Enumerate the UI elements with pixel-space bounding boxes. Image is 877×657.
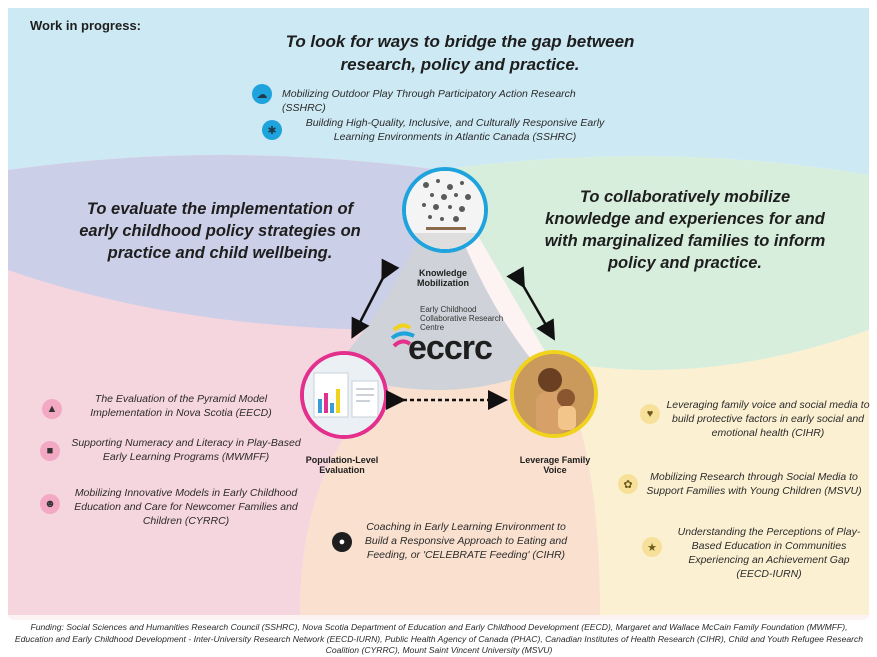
org-name: Early Childhood Collaborative Research C… bbox=[420, 305, 504, 332]
charts-desk-icon bbox=[304, 355, 384, 435]
population-evaluation-label: Population-Level Evaluation bbox=[305, 455, 379, 475]
arrow-knowledge-family bbox=[506, 266, 555, 341]
right-heading: To collaboratively mobilize knowledge an… bbox=[544, 188, 826, 272]
population-evaluation-image bbox=[300, 351, 388, 439]
top-region bbox=[8, 8, 869, 175]
top-item-1: Mobilizing Outdoor Play Through Particip… bbox=[282, 88, 576, 114]
apple-icon: ● bbox=[332, 532, 352, 552]
knowledge-mobilization-label: Knowledge Mobilization bbox=[417, 268, 469, 288]
eccrc-logo-mark bbox=[390, 323, 415, 348]
right-item-3: Understanding the Perceptions of Play-Ba… bbox=[677, 526, 861, 580]
left-heading: To evaluate the implementation of early … bbox=[79, 200, 361, 262]
top-heading: To look for ways to bridge the gap betwe… bbox=[285, 32, 635, 74]
arrow-knowledge-population bbox=[351, 258, 400, 339]
pyramid-icon: ▲ bbox=[42, 399, 62, 419]
heart-hands-icon: ♥ bbox=[640, 404, 660, 424]
left-item-3: Mobilizing Innovative Models in Early Ch… bbox=[74, 487, 298, 527]
knowledge-mobilization-image bbox=[402, 167, 488, 253]
parent-child-icon bbox=[514, 354, 594, 434]
left-overlap-region bbox=[8, 155, 440, 330]
right-item-2: Mobilizing Research through Social Media… bbox=[646, 471, 862, 497]
family-voice-label: Leverage Family Voice bbox=[519, 455, 591, 475]
left-item-1: The Evaluation of the Pyramid Model Impl… bbox=[90, 393, 272, 419]
achievement-icon: ★ bbox=[642, 537, 662, 557]
family-icon: ☻ bbox=[40, 494, 60, 514]
top-item-2: Building High-Quality, Inclusive, and Cu… bbox=[305, 117, 605, 143]
eccrc-logo-text: eccrc bbox=[408, 329, 493, 367]
wip-label: Work in progress: bbox=[30, 18, 142, 33]
right-bottom-region bbox=[550, 330, 869, 615]
social-media-icon: ✿ bbox=[618, 474, 638, 494]
family-voice-image bbox=[510, 350, 598, 438]
network-collage-icon bbox=[406, 171, 484, 249]
abc-blocks-icon: ■ bbox=[40, 441, 60, 461]
cloud-icon: ☁ bbox=[252, 84, 272, 104]
puzzle-icon: ✱ bbox=[262, 120, 282, 140]
funding-text: Funding: Social Sciences and Humanities … bbox=[14, 622, 864, 655]
right-item-1: Leveraging family voice and social media… bbox=[666, 399, 870, 439]
left-item-2: Supporting Numeracy and Literacy in Play… bbox=[71, 437, 301, 463]
bottom-item-1: Coaching in Early Learning Environment t… bbox=[364, 521, 568, 561]
